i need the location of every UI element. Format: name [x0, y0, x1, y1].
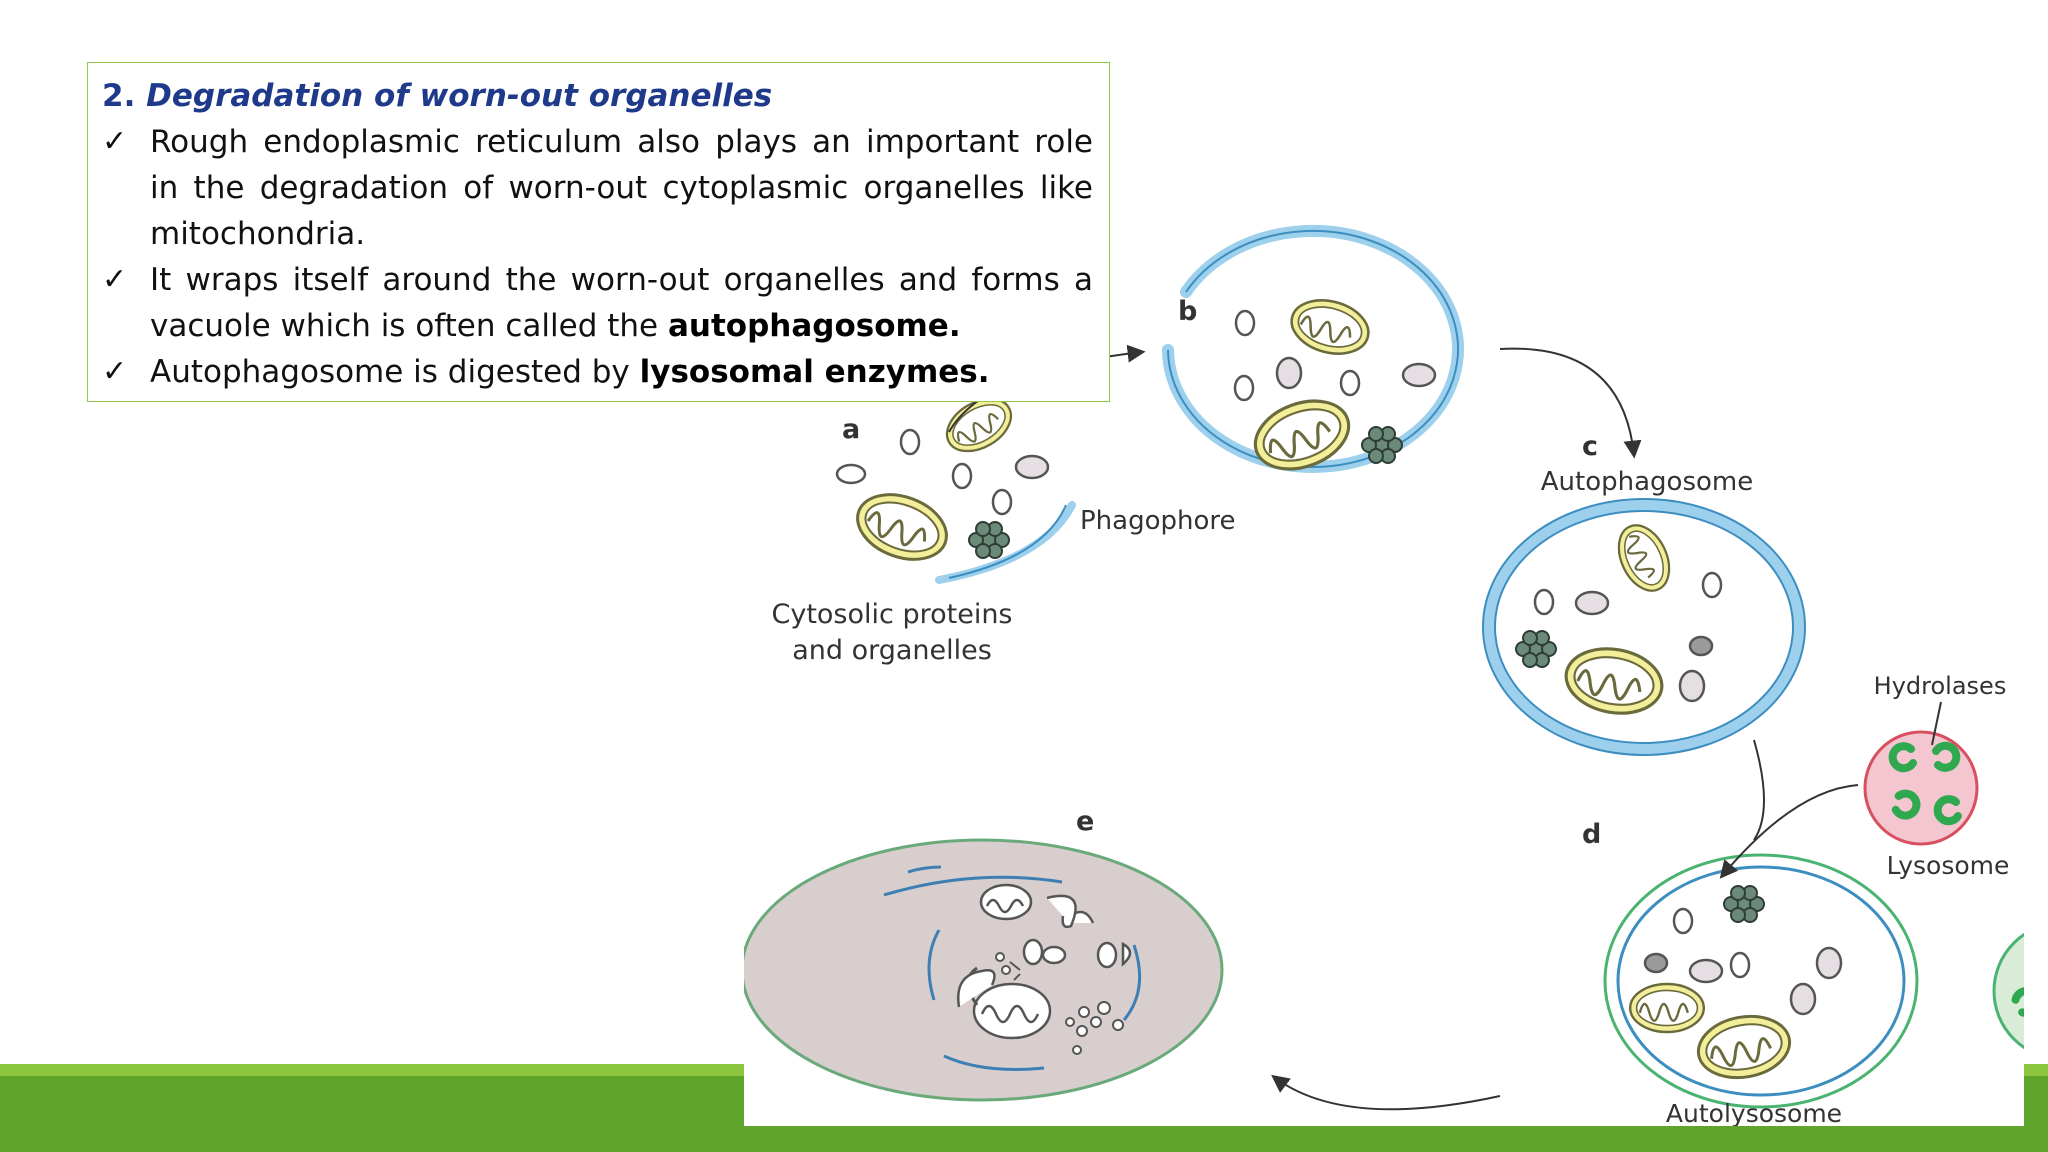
bullet-text: Rough endoplasmic reticulum also plays a… — [150, 124, 1093, 252]
ribosome-cluster-a — [968, 521, 1010, 559]
label-e: e — [1076, 806, 1094, 837]
bullet-item: ✓ Rough endoplasmic reticulum also plays… — [102, 119, 1093, 257]
label-a: a — [842, 414, 860, 445]
bullet-bold-term: lysosomal enzymes. — [639, 354, 990, 390]
heading-number: 2. — [102, 78, 136, 114]
stage-b-group — [1162, 225, 1464, 483]
slide-heading: 2. Degradation of worn-out organelles — [102, 73, 1093, 119]
bullet-text: It wraps itself around the worn-out orga… — [150, 262, 1093, 344]
arrow-lysosome-to-d — [1719, 784, 1859, 879]
heading-title: Degradation of worn-out organelles — [146, 78, 773, 114]
cytosolic-label-line1: Cytosolic proteins — [772, 599, 1013, 630]
checkmark-icon: ✓ — [102, 354, 128, 389]
checkmark-icon: ✓ — [102, 262, 128, 297]
checkmark-icon: ✓ — [102, 124, 128, 159]
bullet-item: ✓ It wraps itself around the worn-out or… — [102, 257, 1093, 349]
stage-a-group — [835, 387, 1076, 584]
hydrolases-label: Hydrolases — [1874, 672, 2007, 700]
lysosome-label: Lysosome — [1887, 851, 2010, 880]
label-d: d — [1582, 819, 1601, 850]
label-c: c — [1582, 431, 1598, 462]
label-b: b — [1178, 296, 1197, 327]
bullet-text: Autophagosome is digested by — [150, 354, 640, 390]
arrow-d-to-e — [1271, 1074, 1501, 1111]
autophagy-figure: a b c d e Phagophore Cytosolic proteins … — [744, 0, 2024, 1126]
arrow-b-to-c — [1499, 347, 1642, 459]
phagophore-label: Phagophore — [1080, 506, 1236, 536]
cytosolic-label-line2: and organelles — [792, 635, 992, 666]
autolysosome-label: Autolysosome — [1666, 1099, 1842, 1126]
autophagy-diagram: a b c d e Phagophore Cytosolic proteins … — [744, 225, 2024, 1126]
stage-c-group — [1482, 498, 1806, 756]
stage-e-group — [744, 838, 1224, 1102]
bullet-bold-term: autophagosome. — [667, 308, 961, 344]
autophagosome-label: Autophagosome — [1541, 467, 1753, 497]
stage-d-group — [1603, 853, 2024, 1109]
slide-text-box: 2. Degradation of worn-out organelles ✓ … — [87, 62, 1110, 402]
lysosome-group — [1863, 701, 1979, 846]
bullet-item: ✓ Autophagosome is digested by lysosomal… — [102, 349, 1093, 395]
